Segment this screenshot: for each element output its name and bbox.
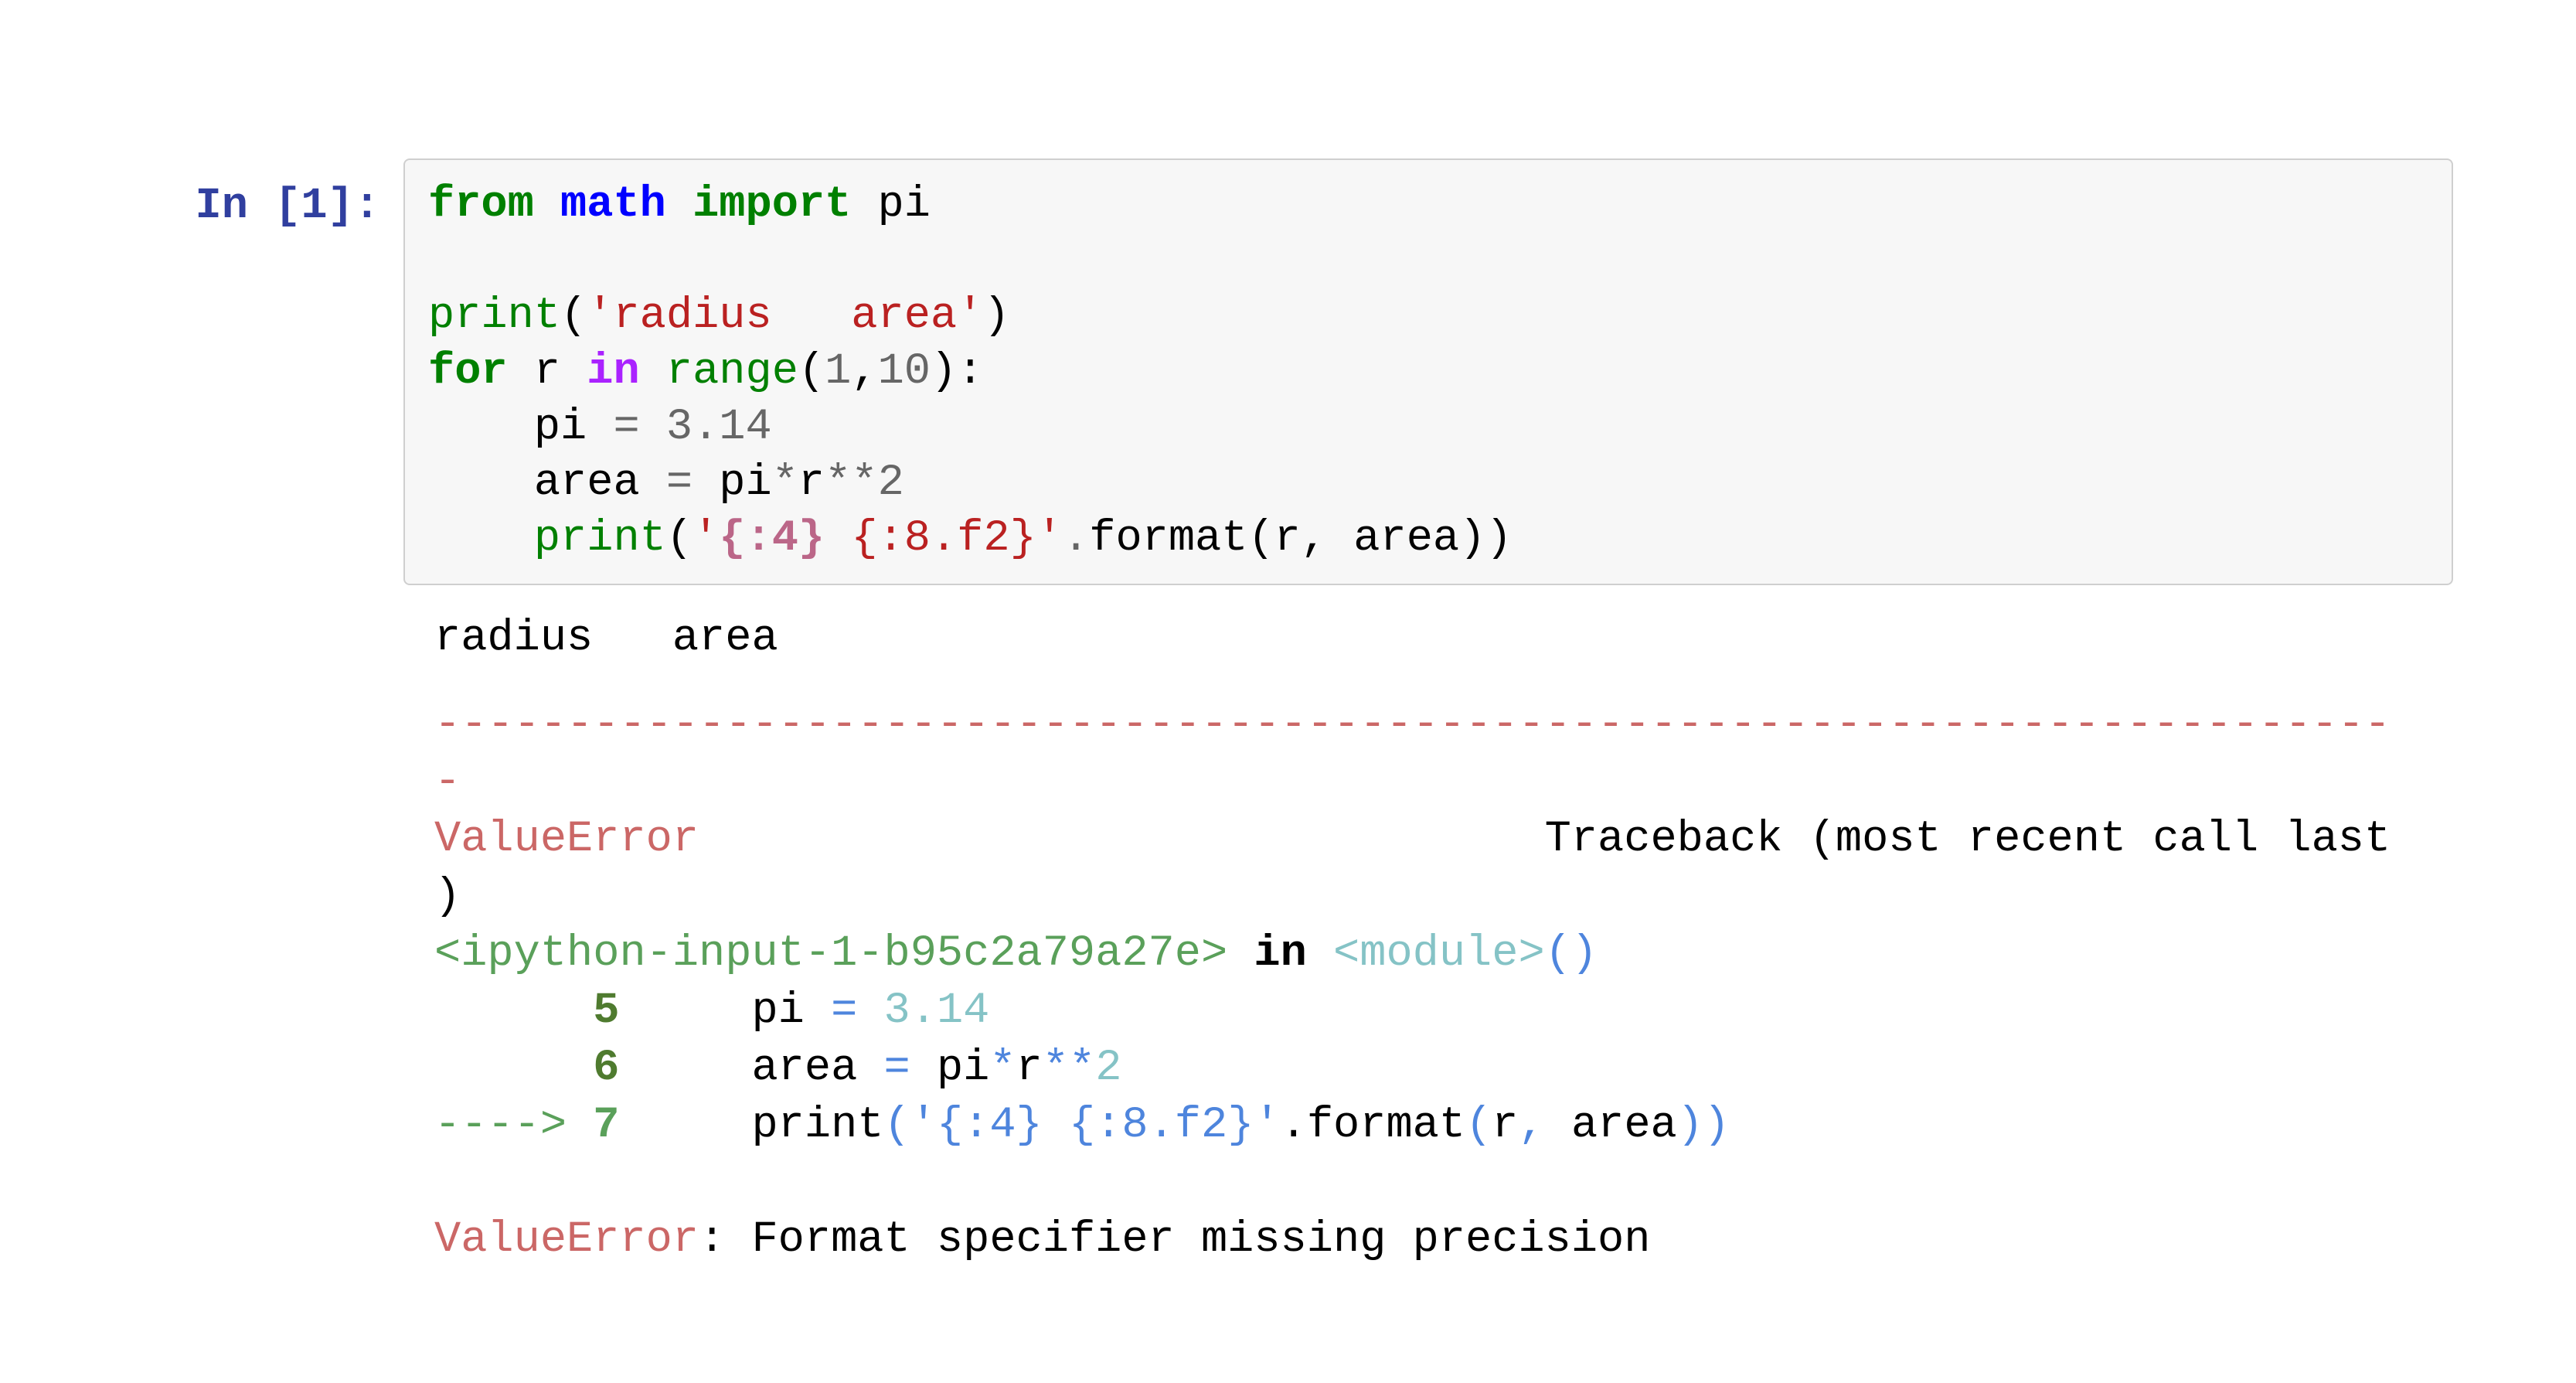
text-line [428,233,2428,288]
text-line: print('{:4} {:8.f2}'.format(r, area)) [533,514,1513,564]
text-line: ) [434,872,461,921]
error-traceback: ----------------------------------------… [434,697,2576,1269]
code-cell: In [1]: from math import pi print('radiu… [0,0,2576,585]
input-prompt: In [1]: [195,182,380,231]
text-line: ValueError Traceback (most recent call l… [434,815,2391,864]
code-editor[interactable]: from math import pi print('radius area')… [403,158,2453,585]
text-line: ValueError: Format specifier missing pre… [434,1215,1651,1265]
text-line: print('radius area') [428,291,1010,341]
text-line: - [434,758,461,807]
text-line: for r in range(1,10): [428,347,984,397]
text-line: 5 pi = 3.14 [593,986,990,1036]
text-line: radius area [434,614,778,663]
text-line: ----------------------------------------… [434,700,2391,750]
text-line: pi = 3.14 [428,403,772,452]
text-line: area = pi*r**2 [428,458,904,508]
text-line: ----> 7 print('{:4} {:8.f2}'.format(r, a… [434,1101,1730,1150]
text-line: from math import pi [428,180,931,230]
text-line: <ipython-input-1-b95c2a79a27e> in <modul… [434,929,1598,979]
stream-output: radius area [434,610,2576,667]
text-line [434,1154,2576,1211]
cell-output: radius area ----------------------------… [434,610,2576,1269]
text-line: 6 area = pi*r**2 [593,1044,1122,1093]
code-content: from math import pi print('radius area')… [428,177,2428,567]
